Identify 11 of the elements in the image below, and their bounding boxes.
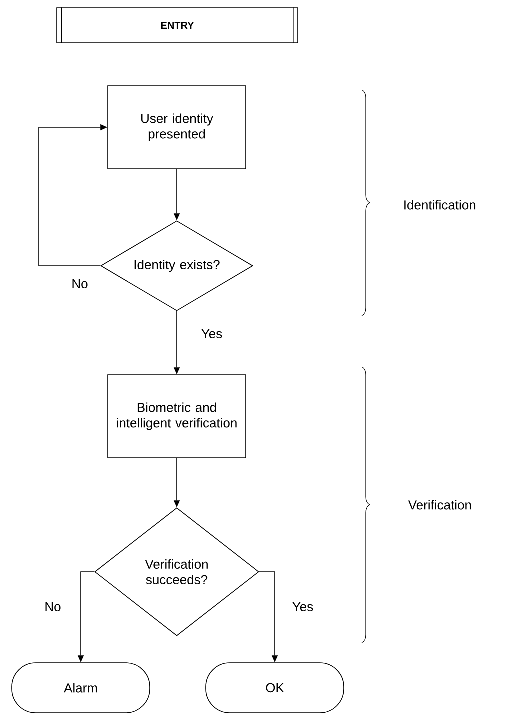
terminal-box: OK bbox=[206, 662, 344, 714]
section-label: Verification bbox=[408, 500, 472, 510]
terminal-box: Alarm bbox=[12, 662, 150, 714]
edge-label: No bbox=[44, 601, 62, 613]
process-box: User identity presented bbox=[108, 86, 246, 170]
entry-box: ENTRY bbox=[56, 7, 298, 44]
section-label: Identification bbox=[404, 200, 476, 210]
edge-label: Yes bbox=[200, 328, 224, 340]
process-box: Biometric and intelligent verification bbox=[108, 374, 246, 458]
edge-label: No bbox=[70, 278, 90, 290]
edge-label: Yes bbox=[291, 601, 315, 613]
